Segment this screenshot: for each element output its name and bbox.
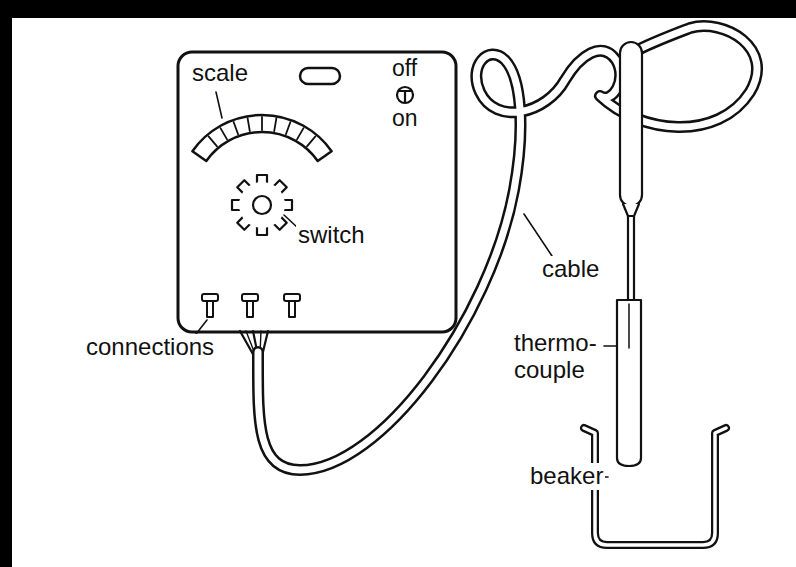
pointer-knob bbox=[300, 68, 340, 84]
meter-housing bbox=[178, 52, 456, 332]
switch-state-label: off bbox=[390, 56, 419, 82]
on-off-toggle bbox=[397, 87, 413, 103]
part-label: connections bbox=[84, 334, 216, 361]
part-label: scale bbox=[190, 60, 250, 87]
terminals bbox=[202, 294, 300, 317]
switch-state-label: on bbox=[390, 106, 420, 132]
cable bbox=[258, 26, 757, 470]
part-label: cable bbox=[540, 256, 601, 283]
scale-arc bbox=[192, 115, 331, 161]
part-label: thermo- couple bbox=[512, 330, 599, 384]
part-label: beaker bbox=[528, 463, 605, 490]
gear-switch bbox=[232, 175, 292, 235]
part-label: switch bbox=[296, 222, 367, 249]
scale-ticks bbox=[209, 117, 316, 146]
thermocouple-probe bbox=[617, 42, 642, 466]
